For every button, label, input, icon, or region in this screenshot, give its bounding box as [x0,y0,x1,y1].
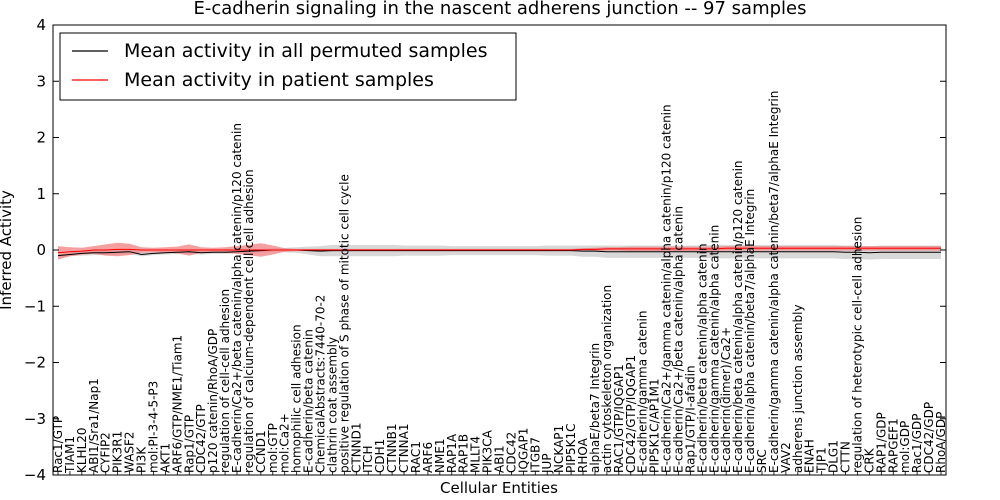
category-label: PI3K [135,446,149,473]
category-labels: Rac1/GTPTIAM1KLHL20ABI1/Sra1/Nap1CYFIP2P… [51,91,948,475]
category-label: ITCH [361,445,375,473]
category-label: homophilic cell adhesion [290,324,304,473]
category-label: PIP5K1C/AP1M1 [648,378,662,473]
category-label: mol:PI-3-4-5-P3 [147,381,161,473]
category-label: Rac1/GDP [910,414,924,473]
category-label: E-cadherin/beta catenin/alpha catenin [695,243,709,473]
category-label: WASF2 [123,431,137,473]
category-label: VAV2 [779,442,793,473]
x-axis-label: Cellular Entities [440,479,558,497]
category-label: RAP1A [445,433,459,473]
category-label: ABI1/Sra1/Nap1 [87,378,101,473]
legend: Mean activity in all permuted samples Me… [59,32,517,101]
category-label: CTTN [839,441,853,473]
y-tick-label: 4 [36,16,46,34]
series-lines [57,247,941,257]
category-label: AKT1 [158,443,172,473]
category-label: RAPGEF1 [886,418,900,473]
category-label: SRC [755,449,769,473]
category-label: alphaE/beta7 Integrin [588,343,602,473]
band-patient [58,242,941,260]
category-label: NCKAP1 [552,425,566,473]
category-label: PIP5K1C [564,423,578,473]
category-label: CDC42/GTP [194,404,208,473]
category-label: CTNND1 [349,422,363,473]
category-label: ITGB7 [528,437,542,473]
confidence-bands [58,242,941,260]
category-label: CYFIP2 [99,432,113,473]
category-label: PIK3CA [481,429,495,473]
category-label: CTNNA1 [397,423,411,473]
category-label: RAP1B [457,434,471,473]
category-label: E-cadherin/Ca2+/beta catenin/alpha caten… [230,123,244,473]
category-label: E-cadherin/gamma catenin/alpha catenin/b… [767,91,781,473]
category-label: positive regulation of S phase of mitoti… [337,174,351,473]
y-tick-label: 3 [36,72,46,90]
line-permuted [57,249,941,257]
y-tick-label: −4 [24,466,46,484]
legend-entry-permuted: Mean activity in all permuted samples [124,40,487,62]
category-label: E-cadherin/beta catenin/alpha catenin/p1… [731,160,745,473]
y-tick-label: −2 [24,354,46,372]
category-label: DLG1 [827,440,841,473]
category-label: Rac1/GTP [51,416,65,473]
y-tick-label: −1 [24,297,46,315]
category-label: RhoA/GDP [934,412,948,473]
category-label: RHOA [576,437,590,473]
category-label: p120 catenin/RhoA/GDP [206,329,220,473]
y-tick-label: −3 [24,410,46,428]
category-label: CDC42 [504,432,518,473]
category-label: RAC1 [409,441,423,473]
category-label: actin cytoskeleton organization [600,285,614,473]
category-label: CRK [862,447,876,473]
category-label: CDH1 [373,439,387,473]
category-label: E-cadherin/gamma catenin [636,311,650,474]
category-label: CCND1 [254,430,268,473]
category-label: E-cadherin/Ca2+/gamma catenin/alpha cate… [660,104,674,473]
category-label: adherens junction assembly [791,304,805,473]
category-label: regulation of calcium-dependent cell-cel… [242,169,256,473]
category-label: regulation of heterotypic cell-cell adhe… [851,217,865,473]
category-label: CDC42/GDP [922,402,936,473]
chart-title: E-cadherin signaling in the nascent adhe… [193,0,806,19]
legend-box [59,32,517,101]
category-label: mol:GTP [266,423,280,473]
category-label: mol:Ca2+ [278,413,292,473]
category-label: clathrin coat assembly [325,337,339,473]
category-label: E-cadherin/gamma catenin/alpha catenin [707,225,721,473]
y-tick-label: 0 [36,241,46,259]
category-label: CTNNB1 [385,423,399,473]
category-label: TIAM1 [63,436,77,474]
y-axis-label: Inferred Activity [0,190,15,310]
y-tick-label: 2 [36,129,46,147]
category-label: ABI1 [493,445,507,473]
category-label: E-cadherin/alpha catenin/beta7/alphaE In… [743,189,757,473]
category-label: E-cadherin(dimer)/Ca2+ [719,327,733,473]
category-label: TJP1 [815,447,829,474]
plot-frame [52,24,947,476]
category-label: ARF6/GTP/NME1/Tiam1 [170,335,184,473]
category-label: MLLT4 [469,436,483,473]
category-label: E-cadherin/beta catenin [302,329,316,473]
category-label: ARF6 [421,442,435,473]
category-label: Rap1/GTP/I-afadin [683,365,697,473]
category-label: E-cadherin/Ca2+/beta catenin/alpha caten… [672,206,686,473]
category-label: PIK3R1 [111,431,125,473]
line-patient [57,247,941,254]
category-label: IQGAP1 [516,428,530,473]
category-label: JUP [540,453,554,474]
category-label: CDC42/GTP/IQGAP1 [624,355,638,473]
category-label: Rap1/GTP [182,415,196,473]
category-label: ENAH [803,439,817,473]
legend-entry-patient: Mean activity in patient samples [124,69,434,91]
category-label: mol:GDP [898,421,912,473]
category-label: RAP1/GDP [874,412,888,473]
category-label: ChemicalAbstracts:7440-70-2 [314,295,328,473]
category-label: KLHL20 [75,427,89,473]
category-label: regulation of cell-cell adhesion [218,289,232,473]
category-label: RAC1/GTP/IQGAP1 [612,364,626,473]
y-tick-label: 1 [36,185,46,203]
category-label: NME1 [433,438,447,473]
